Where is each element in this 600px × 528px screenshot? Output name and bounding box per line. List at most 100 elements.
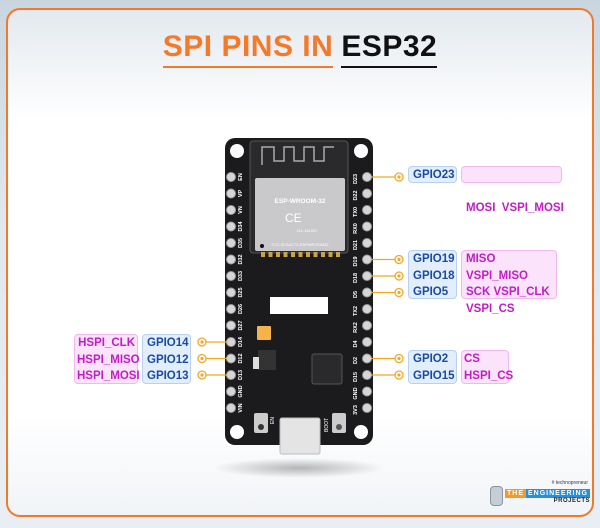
pin-vin — [226, 403, 236, 413]
mount-hole — [230, 144, 244, 158]
module-pad — [276, 252, 280, 257]
module-pad — [298, 252, 303, 257]
board-shadow — [214, 458, 384, 478]
pin-label: D19 — [353, 256, 359, 266]
func-box-right-3: CS HSPI_CS — [461, 350, 514, 384]
module-pad — [261, 252, 265, 257]
gpio-label: GPIO14 — [147, 337, 189, 349]
pin-label: D5 — [353, 291, 359, 298]
module-pad — [306, 252, 310, 257]
capacitor — [257, 326, 271, 340]
func-label: HSPI_MISO — [77, 353, 140, 366]
mount-hole — [354, 425, 368, 439]
module-name: ESP-WROOM-32 — [275, 198, 326, 205]
gpio-label: GPIO2 — [413, 353, 449, 365]
pin-label: D15 — [353, 372, 359, 382]
pin-label: D26 — [238, 304, 244, 314]
pin-label: 3V3 — [353, 405, 359, 415]
func-label: MISO VSPI_MISO — [466, 253, 528, 282]
micro-usb-port — [279, 417, 321, 455]
title-part2: ESP32 — [341, 30, 438, 68]
pin-label: D13 — [238, 370, 244, 380]
pin-d33 — [226, 271, 236, 281]
pin-d4 — [362, 337, 372, 347]
pin-label: RX0 — [353, 223, 359, 234]
pin-vn — [226, 205, 236, 215]
en-button[interactable] — [254, 413, 268, 433]
gpio-box-right-1: GPIO23 — [408, 166, 457, 183]
pin-label: VIN — [238, 403, 244, 412]
pin-d26 — [226, 304, 236, 314]
boot-button[interactable] — [332, 413, 346, 433]
gpio-label: GPIO5 — [413, 286, 449, 299]
pin-label: D35 — [238, 238, 244, 248]
gpio-box-right-3: GPIO2 GPIO15 — [408, 350, 457, 384]
pin-d25 — [226, 287, 236, 298]
pin-label: D32 — [238, 254, 244, 264]
module-pad — [291, 252, 295, 257]
gpio-label: GPIO15 — [413, 369, 455, 382]
func-label: HSPI_CLK — [78, 337, 135, 349]
pin-label: TX0 — [353, 207, 359, 217]
gpio-box-left: GPIO14 GPIO12 GPIO13 — [142, 334, 191, 384]
header-connector — [270, 297, 328, 314]
pin-en — [226, 172, 236, 182]
pin-rx0 — [362, 221, 372, 232]
func-label: HSPI_MOSI — [77, 370, 140, 383]
logo-engineering: ENGINEERING — [525, 488, 590, 498]
pin-label: D33 — [238, 271, 244, 281]
module-pad — [321, 252, 325, 257]
pin-3v3 — [362, 403, 372, 413]
module-pad — [336, 252, 340, 257]
pin-label: D23 — [353, 174, 359, 184]
module-pad — [283, 252, 288, 257]
pin-label: D22 — [353, 190, 359, 200]
voltage-regulator — [258, 350, 276, 370]
pin-tx2 — [362, 304, 372, 314]
pin-label: D18 — [353, 273, 359, 283]
pin-gnd — [226, 386, 236, 397]
pin-d32 — [226, 254, 236, 265]
title-part1: SPI PINS IN — [162, 30, 334, 68]
mount-hole — [354, 144, 368, 158]
pin-gnd — [362, 386, 372, 397]
pin-label: D21 — [353, 240, 359, 250]
gpio-label: GPIO13 — [147, 370, 189, 383]
en-button-label: EN — [270, 417, 276, 424]
pin-d35 — [226, 238, 236, 248]
pin-d34 — [226, 221, 236, 232]
pin-label: D25 — [238, 287, 244, 297]
ce-mark: CE — [285, 211, 302, 225]
pin-label: EN — [238, 173, 244, 181]
gpio-label: GPIO18 — [413, 269, 455, 282]
module-pad — [328, 252, 333, 257]
pin-label: VN — [238, 206, 244, 214]
pin-rx2 — [362, 320, 372, 331]
antenna-trace — [261, 146, 334, 165]
func-box-left: HSPI_CLK HSPI_MISO HSPI_MOSI — [74, 334, 140, 384]
pin-label: GND — [238, 385, 244, 397]
func-label: HSPI_CS — [464, 369, 514, 382]
logo-tag: # technopreneur — [551, 480, 588, 486]
gpio-label: GPIO23 — [413, 169, 455, 181]
pin-label: GND — [353, 387, 359, 399]
boot-button-label: BOOT — [324, 418, 330, 432]
func-label: VSPI_CS — [466, 302, 515, 315]
pin-label: D4 — [353, 340, 359, 348]
gpio-box-right-2: GPIO19 GPIO18 GPIO5 — [408, 250, 457, 299]
func-label: SCK VSPI_CLK — [466, 286, 550, 299]
pin-d27 — [226, 320, 236, 331]
func-box-right-2: MISO VSPI_MISO SCK VSPI_CLK VSPI_CS — [461, 250, 557, 315]
pin-d21 — [362, 238, 372, 248]
pin-d23 — [362, 172, 372, 182]
pin-d15 — [362, 370, 372, 380]
pin-label: RX2 — [353, 322, 359, 333]
esp-wroom-module — [255, 178, 345, 251]
pin-label: D34 — [238, 221, 244, 232]
logo-projects: PROJECTS — [553, 497, 590, 504]
pin-d13 — [226, 370, 236, 380]
pin1-dot — [260, 244, 264, 248]
pin-vp — [226, 188, 236, 199]
gpio-label: GPIO12 — [147, 353, 189, 366]
func-label: MOSI VSPI_MOSI — [466, 202, 564, 215]
